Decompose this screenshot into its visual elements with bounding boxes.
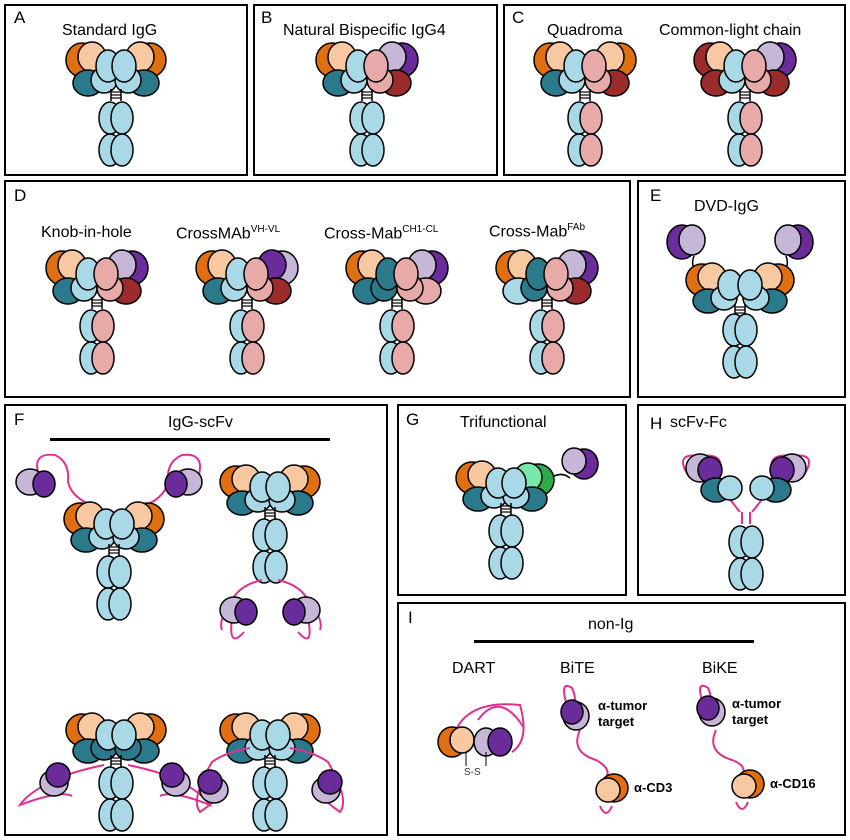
panel-d-title-knob-in-hole: Knob-in-hole [41, 224, 132, 241]
panel-f-label: F [14, 410, 25, 429]
panel-h-title: scFv-Fc [670, 414, 727, 431]
panel-i-rule [474, 640, 754, 643]
panel-a-label: A [14, 8, 26, 27]
panel-d-title-crossmab-ch1-cl: Cross-MabCH1-CL [324, 224, 439, 243]
panel-b-label: B [261, 8, 273, 27]
panel-d-title-crossmab-fab: Cross-MabFAb [489, 222, 586, 241]
panel-i-title-dart: DART [452, 660, 496, 677]
panel-g-label: G [406, 410, 420, 429]
panel-h-label: H [650, 414, 663, 433]
panel-f-title: IgG-scFv [168, 414, 233, 431]
bike-label-cd16: α-CD16 [770, 776, 816, 791]
panel-i-label: I [408, 608, 413, 627]
crossmab-ch1-cl-sup: CH1-CL [402, 224, 439, 235]
panel-b-title: Natural Bispecific IgG4 [283, 22, 446, 39]
panel-a-title: Standard IgG [62, 22, 158, 39]
crossmab-vh-vl-sup: VH-VL [250, 224, 281, 235]
panel-g-title: Trifunctional [460, 414, 547, 431]
panel-e-title: DVD-IgG [694, 198, 759, 215]
panel-i-title: non-Ig [588, 616, 634, 633]
panel-c-title-common-light-chain: Common-light chain [659, 22, 802, 39]
panel-i-title-bike: BiKE [702, 660, 738, 677]
panel-c-title-quadroma: Quadroma [547, 22, 623, 39]
panel-e-label: E [650, 186, 662, 205]
panel-d-label: D [14, 186, 27, 205]
bite-label-tumor: α-tumor target [598, 698, 648, 729]
dart-disulfide-label: S-S [464, 767, 481, 778]
panel-c-label: C [512, 8, 525, 27]
panel-i-title-bite: BiTE [560, 660, 595, 677]
panel-f-rule [50, 438, 330, 441]
panel-d-title-crossmab-vh-vl: CrossMAbVH-VL [176, 224, 281, 243]
bite-label-cd3: α-CD3 [634, 780, 673, 795]
crossmab-fab-sup: FAb [567, 222, 586, 233]
bike-label-tumor: α-tumor target [732, 696, 782, 727]
